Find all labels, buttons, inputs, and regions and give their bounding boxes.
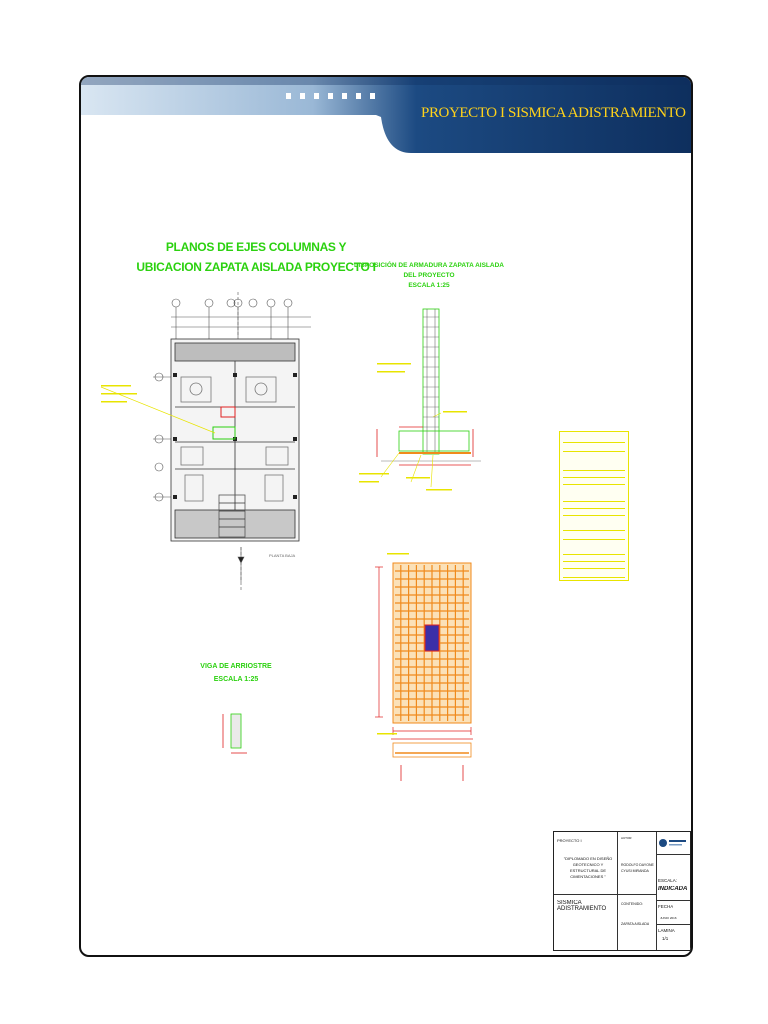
tie-beam-section bbox=[222, 713, 247, 754]
project-label: PROYECTO I bbox=[557, 838, 582, 843]
footing-notes bbox=[359, 363, 467, 491]
spec-row bbox=[563, 477, 625, 478]
plan-title: PLANOS DE EJES COLUMNAS Y UBICACION ZAPA… bbox=[121, 237, 391, 277]
author-label: AUTOR: bbox=[621, 836, 633, 840]
title-block: PROYECTO I "DIPLOMADO EN DISEÑO GEOTECNI… bbox=[553, 831, 691, 951]
beam-title-line1: VIGA DE ARRIOSTRE bbox=[200, 663, 272, 670]
beam-title: VIGA DE ARRIOSTRE ESCALA 1:25 bbox=[181, 660, 291, 686]
footing-rebar-grid bbox=[395, 565, 469, 721]
spec-row bbox=[563, 561, 625, 562]
footing-elevation bbox=[376, 308, 481, 488]
footing-plan-dimensions bbox=[375, 566, 472, 735]
date-value: JUNIO 2016 bbox=[660, 916, 677, 920]
specification-notes bbox=[559, 431, 629, 581]
spec-row bbox=[563, 442, 625, 443]
content-value: ZAPATA AISLADA bbox=[621, 922, 650, 926]
footing-column-ties bbox=[423, 316, 439, 428]
banner-title: PROYECTO I SISMICA ADISTRAMIENTO bbox=[421, 105, 686, 121]
project-name: SISMICA ADISTRAMIENTO bbox=[557, 900, 607, 912]
spec-row bbox=[563, 501, 625, 502]
date-label: FECHA bbox=[658, 904, 674, 909]
spec-row bbox=[563, 577, 625, 578]
spec-row bbox=[563, 530, 625, 531]
sheet-label: LAMINA bbox=[658, 928, 675, 933]
spec-row bbox=[563, 451, 625, 452]
spec-row bbox=[563, 508, 625, 509]
plan-title-line2: UBICACION ZAPATA AISLADA PROYECTO I bbox=[136, 260, 376, 274]
footing-title: DISPOSICIÓN DE ARMADURA ZAPATA AISLADA D… bbox=[349, 261, 509, 291]
scale-label: ESCALA: bbox=[658, 878, 678, 883]
spec-row bbox=[563, 539, 625, 540]
spec-row bbox=[563, 470, 625, 471]
footing-title-line1: DISPOSICIÓN DE ARMADURA ZAPATA AISLADA D… bbox=[354, 262, 504, 279]
spec-row bbox=[563, 515, 625, 516]
plan-title-line1: PLANOS DE EJES COLUMNAS Y bbox=[165, 240, 347, 254]
spec-row bbox=[563, 484, 625, 485]
footing-section bbox=[391, 738, 473, 781]
drawing-sheet: PROYECTO I SISMICA ADISTRAMIENTO PLANOS … bbox=[79, 75, 693, 957]
plan-highlight bbox=[100, 386, 236, 440]
footing-plan-labels bbox=[377, 553, 409, 735]
plan-caption: PLANTA BAJA bbox=[269, 553, 295, 558]
company-logo bbox=[658, 836, 688, 850]
footing-title-line2: ESCALA 1:25 bbox=[408, 282, 450, 289]
cad-drawings: PLANTA BAJA bbox=[100, 292, 481, 781]
plan-section-mark bbox=[237, 547, 245, 582]
spec-row bbox=[563, 554, 625, 555]
content-label: CONTENIDO: bbox=[621, 902, 643, 906]
project-description: "DIPLOMADO EN DISEÑO GEOTECNICO Y ESTRUC… bbox=[563, 856, 613, 879]
scale-value: INDICADA bbox=[658, 886, 688, 892]
header-banner bbox=[81, 77, 691, 153]
plan-note bbox=[101, 385, 137, 403]
beam-title-line2: ESCALA 1:25 bbox=[213, 676, 259, 683]
spec-row bbox=[563, 568, 625, 569]
footing-column-section bbox=[424, 624, 440, 652]
author-name: RODOLFO DAYONE CYUSI MIRANDA bbox=[621, 863, 654, 873]
sheet-number: 1/1 bbox=[662, 936, 669, 941]
